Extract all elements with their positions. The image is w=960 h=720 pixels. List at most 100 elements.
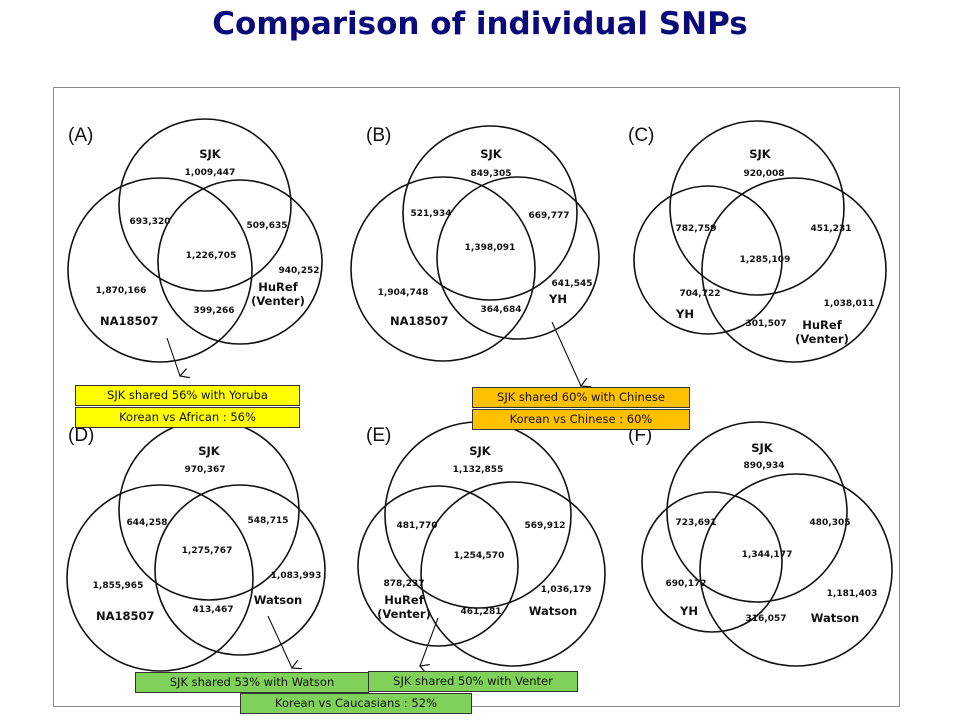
value-top-left-b: 521,934 bbox=[411, 209, 452, 219]
set-label-left-e-1: HuRef bbox=[384, 593, 424, 607]
value-left-right-e: 461,281 bbox=[461, 607, 502, 617]
arrow-venter bbox=[420, 617, 439, 666]
panel-label-c: (C) bbox=[628, 125, 654, 146]
set-label-top-e: SJK bbox=[469, 444, 492, 458]
value-top-left-d: 644,258 bbox=[127, 518, 168, 528]
value-left-only-d: 1,855,965 bbox=[93, 581, 144, 591]
circle-yh-f bbox=[641, 491, 783, 633]
value-top-only-a: 1,009,447 bbox=[185, 168, 236, 178]
arrow-yoruba bbox=[166, 337, 180, 376]
panel-label-e: (E) bbox=[366, 425, 391, 446]
set-label-right-a-2: (Venter) bbox=[251, 294, 305, 308]
arrow-chinese bbox=[551, 321, 581, 386]
panel-label-b: (B) bbox=[366, 125, 391, 146]
set-label-right-d: Watson bbox=[254, 593, 302, 607]
circle-huref-c bbox=[701, 177, 887, 363]
value-right-only-e: 1,036,179 bbox=[541, 585, 592, 595]
value-center-b: 1,398,091 bbox=[465, 243, 516, 253]
callout-shared-watson: SJK shared 53% with Watson bbox=[135, 672, 369, 693]
value-top-only-b: 849,305 bbox=[471, 169, 512, 179]
callout-korean-chinese: Korean vs Chinese : 60% bbox=[472, 409, 690, 430]
set-label-right-c-2: (Venter) bbox=[795, 332, 849, 346]
circle-watson-e bbox=[420, 481, 606, 667]
circle-na18507-b bbox=[350, 176, 536, 362]
panel-label-d: (D) bbox=[68, 425, 94, 446]
circle-huref-e bbox=[357, 485, 519, 647]
set-label-left-e-2: (Venter) bbox=[377, 607, 431, 621]
value-top-left-c: 782,759 bbox=[676, 224, 717, 234]
set-label-right-c-1: HuRef bbox=[802, 318, 842, 332]
set-label-top-d: SJK bbox=[198, 444, 221, 458]
value-top-right-d: 548,715 bbox=[248, 516, 289, 526]
venn-panel-d: (D) SJK NA18507 Watson 970,367 644,258 5… bbox=[66, 419, 326, 672]
value-top-only-e: 1,132,855 bbox=[453, 465, 504, 475]
set-label-top-a: SJK bbox=[199, 147, 222, 161]
set-label-top-f: SJK bbox=[751, 441, 774, 455]
circle-yh-b bbox=[436, 176, 600, 340]
value-right-only-c: 1,038,011 bbox=[824, 299, 875, 309]
callout-shared-yoruba: SJK shared 56% with Yoruba bbox=[75, 385, 300, 406]
value-left-right-c: 301,507 bbox=[746, 319, 787, 329]
value-left-only-a: 1,870,166 bbox=[96, 286, 147, 296]
circle-sjk-f bbox=[666, 421, 848, 603]
circle-na18507-d bbox=[66, 484, 254, 672]
circle-yh-c bbox=[633, 185, 783, 335]
circle-watson-d bbox=[154, 484, 326, 656]
value-top-only-d: 970,367 bbox=[185, 465, 226, 475]
circle-na18507-a bbox=[67, 177, 253, 363]
panel-label-f: (F) bbox=[628, 425, 652, 446]
panel-label-a: (A) bbox=[68, 125, 93, 146]
value-left-only-c: 704,722 bbox=[680, 289, 721, 299]
callout-shared-chinese: SJK shared 60% with Chinese bbox=[472, 387, 690, 408]
value-left-only-e: 878,237 bbox=[384, 579, 425, 589]
value-top-only-f: 890,934 bbox=[744, 461, 785, 471]
circle-sjk-b bbox=[402, 125, 578, 301]
venn-panel-e: (E) SJK HuRef (Venter) Watson 1,132,855 … bbox=[357, 421, 606, 667]
value-center-f: 1,344,177 bbox=[742, 550, 793, 560]
set-label-right-e: Watson bbox=[529, 604, 577, 618]
callout-shared-venter: SJK shared 50% with Venter bbox=[368, 671, 578, 692]
set-label-left-c: YH bbox=[675, 307, 694, 321]
set-label-top-b: SJK bbox=[480, 147, 503, 161]
venn-panel-f: (F) SJK YH Watson 890,934 723,691 480,30… bbox=[628, 421, 893, 667]
value-top-right-c: 451,231 bbox=[811, 224, 852, 234]
circle-huref-a bbox=[157, 179, 323, 345]
value-center-c: 1,285,109 bbox=[740, 255, 791, 265]
value-right-only-a: 940,252 bbox=[279, 266, 320, 276]
set-label-left-a: NA18507 bbox=[100, 314, 159, 328]
arrow-watson bbox=[267, 615, 292, 668]
value-left-right-d: 413,467 bbox=[193, 605, 234, 615]
value-center-e: 1,254,570 bbox=[454, 551, 505, 561]
value-top-only-c: 920,008 bbox=[744, 169, 785, 179]
set-label-top-c: SJK bbox=[749, 147, 772, 161]
value-right-only-f: 1,181,403 bbox=[827, 589, 878, 599]
venn-panel-b: (B) SJK NA18507 YH 849,305 521,934 669,7… bbox=[350, 125, 600, 362]
value-top-left-f: 723,691 bbox=[676, 518, 717, 528]
value-right-only-b: 641,545 bbox=[552, 279, 593, 289]
value-right-only-d: 1,083,993 bbox=[271, 571, 322, 581]
set-label-left-f: YH bbox=[679, 604, 698, 618]
circle-sjk-a bbox=[118, 118, 292, 292]
set-label-left-d: NA18507 bbox=[96, 609, 155, 623]
value-left-only-f: 690,172 bbox=[666, 579, 707, 589]
set-label-right-b: YH bbox=[548, 292, 567, 306]
venn-panel-c: (C) SJK YH HuRef (Venter) 920,008 782,75… bbox=[628, 120, 887, 363]
callout-korean-caucasians: Korean vs Caucasians : 52% bbox=[240, 693, 472, 714]
value-left-right-b: 364,684 bbox=[481, 305, 522, 315]
circle-watson-f bbox=[699, 473, 893, 667]
set-label-left-b: NA18507 bbox=[390, 314, 449, 328]
value-top-left-a: 693,320 bbox=[130, 217, 171, 227]
value-left-only-b: 1,904,748 bbox=[378, 288, 429, 298]
set-label-right-f: Watson bbox=[811, 611, 859, 625]
value-left-right-f: 316,057 bbox=[746, 614, 787, 624]
figure-frame bbox=[53, 87, 900, 707]
value-top-right-a: 509,635 bbox=[247, 221, 288, 231]
value-left-right-a: 399,266 bbox=[194, 306, 235, 316]
value-center-a: 1,226,705 bbox=[186, 251, 237, 261]
circle-sjk-c bbox=[669, 120, 845, 296]
value-top-right-e: 569,912 bbox=[525, 521, 566, 531]
set-label-right-a-1: HuRef bbox=[258, 280, 298, 294]
value-center-d: 1,275,767 bbox=[182, 546, 233, 556]
value-top-right-b: 669,777 bbox=[529, 211, 570, 221]
